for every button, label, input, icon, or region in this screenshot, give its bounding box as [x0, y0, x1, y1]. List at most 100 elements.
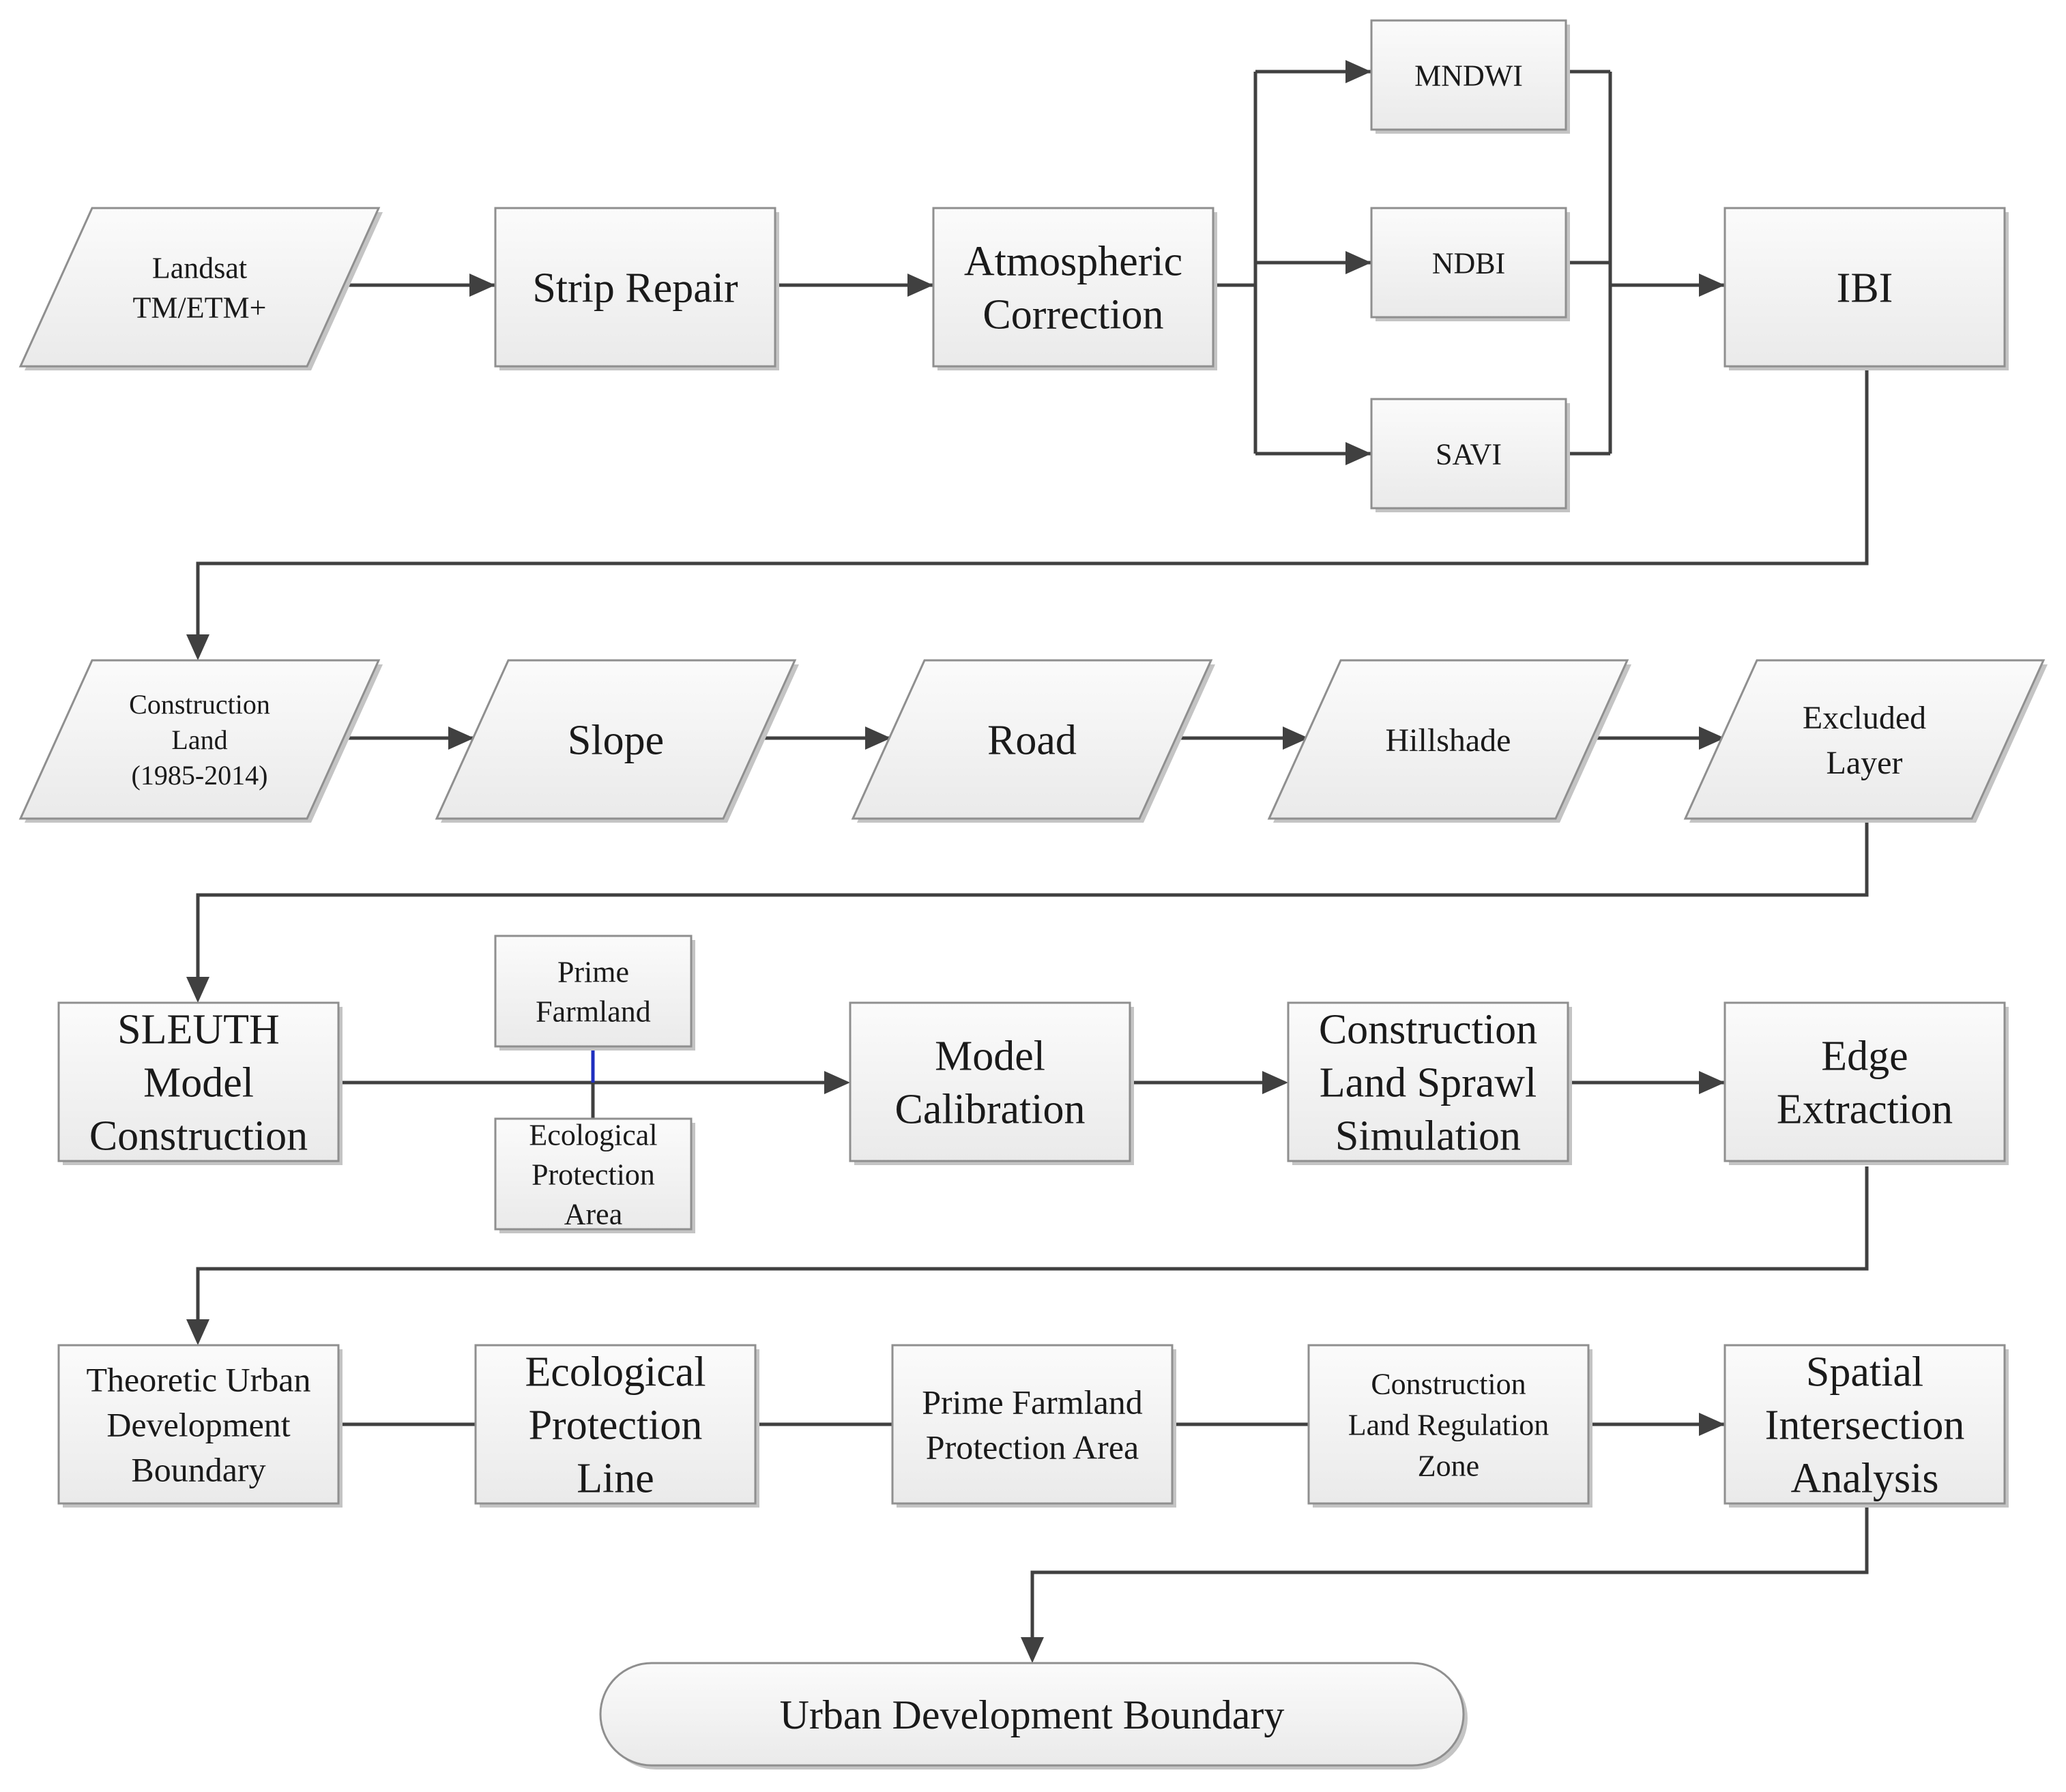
- node-label-line: TM/ETM+: [133, 291, 267, 324]
- arrowhead: [1699, 726, 1725, 750]
- arrowhead: [186, 977, 209, 1003]
- node-shape: [1723, 1344, 2006, 1505]
- edge-extraction-to-theoretic: [196, 1166, 1869, 1340]
- arrowhead: [824, 1071, 850, 1094]
- arrowhead: [186, 1319, 209, 1345]
- node-savi: SAVI: [1370, 398, 1570, 512]
- node-label-line: Prime: [557, 955, 629, 988]
- node-shape: [1370, 398, 1567, 510]
- edge-spatial-to-urban-boundary: [1030, 1506, 1869, 1644]
- node-label-line: IBI: [1837, 265, 1893, 312]
- node-label-line: (1985-2014): [132, 760, 268, 791]
- node-label-line: Layer: [1827, 745, 1903, 781]
- node-ndbi: NDBI: [1370, 207, 1570, 321]
- node-shape: [1370, 207, 1567, 319]
- node-shape: [494, 935, 693, 1048]
- node-label-line: Spatial: [1806, 1349, 1923, 1396]
- node-label-line: Protection: [529, 1402, 703, 1449]
- node-label-line: Extraction: [1777, 1087, 1953, 1133]
- node-label-line: Edge: [1821, 1033, 1908, 1080]
- node-label-line: Excluded: [1803, 700, 1926, 736]
- node-slope: Slope: [435, 659, 799, 823]
- node-label-line: Atmospheric: [964, 239, 1182, 285]
- node-label-line: Land Regulation: [1348, 1408, 1550, 1441]
- node-label-line: Construction: [89, 1113, 308, 1160]
- node-shape: [57, 1344, 340, 1505]
- edge-excluded-to-sleuth: [196, 821, 1869, 996]
- node-label-line: Urban Development Boundary: [780, 1692, 1285, 1737]
- node-label-line: Protection: [532, 1158, 655, 1191]
- node-label-line: MNDWI: [1414, 59, 1523, 92]
- arrowhead: [1345, 442, 1371, 465]
- node-shape: [1683, 659, 2046, 820]
- node-label-line: Model: [143, 1060, 254, 1106]
- node-label-line: Prime Farmland: [922, 1383, 1143, 1422]
- node-label-line: Calibration: [895, 1087, 1086, 1133]
- arrowhead: [1283, 726, 1309, 750]
- node-shape: [1267, 659, 1629, 820]
- arrowhead: [1699, 1071, 1725, 1094]
- node-shape: [1370, 19, 1567, 131]
- node-label-line: Correction: [983, 292, 1163, 338]
- node-road: Road: [851, 659, 1215, 823]
- node-mndwi: MNDWI: [1370, 19, 1570, 134]
- node-label-line: Boundary: [131, 1451, 265, 1489]
- node-shape: [1723, 1001, 2006, 1162]
- node-label-line: SLEUTH: [117, 1007, 280, 1053]
- node-shape: [18, 207, 381, 368]
- node-label-line: Hillshade: [1386, 722, 1511, 759]
- arrowhead: [1699, 274, 1725, 297]
- node-shape: [494, 207, 776, 368]
- arrowhead: [448, 726, 474, 750]
- node-label-line: Development: [106, 1406, 290, 1444]
- node-shape: [851, 659, 1213, 820]
- node-label-line: Construction: [1319, 1007, 1537, 1053]
- node-label-line: Model: [935, 1033, 1045, 1080]
- node-label-line: Land: [171, 724, 227, 755]
- arrowhead: [1262, 1071, 1288, 1094]
- node-shape: [849, 1001, 1131, 1162]
- node-shape: [57, 1001, 340, 1162]
- node-label-line: Strip Repair: [532, 265, 738, 312]
- arrowhead: [865, 726, 891, 750]
- node-label-line: Slope: [568, 718, 664, 764]
- arrowhead: [186, 634, 209, 660]
- node-shape: [474, 1344, 757, 1505]
- node-shape: [435, 659, 797, 820]
- node-shape: [18, 659, 381, 820]
- node-hillshade: Hillshade: [1267, 659, 1631, 823]
- node-shape: [1723, 207, 2006, 368]
- node-label-line: Line: [577, 1456, 654, 1502]
- node-label-line: SAVI: [1436, 437, 1502, 471]
- node-label-line: Road: [987, 718, 1077, 764]
- node-label-line: Zone: [1418, 1449, 1479, 1482]
- node-shape: [494, 1117, 693, 1231]
- node-urban-boundary: Urban Development Boundary: [599, 1662, 1468, 1769]
- node-shape: [891, 1344, 1174, 1505]
- node-label-line: Land Sprawl: [1320, 1060, 1537, 1106]
- node-label-line: Construction: [1371, 1367, 1526, 1400]
- arrowhead: [1345, 251, 1371, 274]
- arrowhead: [907, 274, 933, 297]
- node-label-line: NDBI: [1432, 246, 1506, 280]
- arrowhead: [1345, 60, 1371, 83]
- node-label-line: Farmland: [536, 995, 651, 1028]
- node-label-line: Ecological: [525, 1349, 705, 1396]
- node-shape: [1307, 1344, 1590, 1505]
- node-label-line: Ecological: [529, 1118, 657, 1151]
- node-strip-repair: Strip Repair: [494, 207, 779, 370]
- arrowhead: [469, 274, 495, 297]
- node-shape: [932, 207, 1214, 368]
